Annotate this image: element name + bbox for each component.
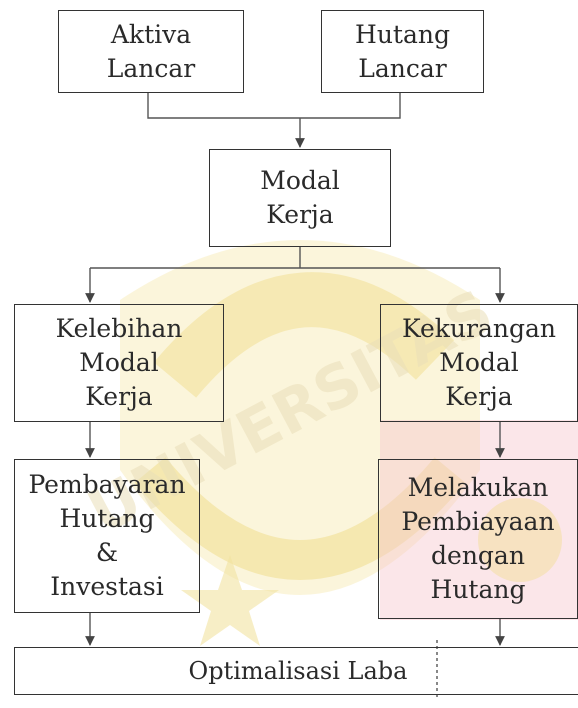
node-hutang-lancar: Hutang Lancar [321, 10, 484, 93]
node-pembayaran-hutang-investasi: Pembayaran Hutang & Investasi [14, 459, 200, 613]
watermark-ring [134, 457, 466, 580]
node-optimalisasi-laba: Optimalisasi Laba [14, 647, 578, 695]
node-melakukan-pembiayaan: Melakukan Pembiayaan dengan Hutang [378, 459, 578, 619]
node-kelebihan-line-1: Kelebihan [55, 314, 183, 343]
node-pembayaran-line-2: Hutang [59, 504, 155, 533]
node-kekurangan-line-2: Modal [439, 348, 519, 377]
node-optimalisasi-label: Optimalisasi Laba [188, 657, 408, 685]
node-melakukan-line-1: Melakukan [407, 473, 549, 502]
node-modal-kerja-line-2: Kerja [266, 200, 334, 229]
node-aktiva-lancar-line-2: Lancar [106, 53, 196, 83]
watermark-star [181, 555, 279, 646]
node-hutang-lancar-line-2: Lancar [358, 53, 447, 83]
node-modal-kerja: Modal Kerja [209, 149, 391, 247]
node-kekurangan-modal-kerja: Kekurangan Modal Kerja [380, 304, 578, 422]
watermark-ring-top [153, 272, 455, 398]
node-kelebihan-line-3: Kerja [85, 382, 153, 411]
node-kelebihan-modal-kerja: Kelebihan Modal Kerja [14, 304, 224, 422]
node-pembayaran-line-1: Pembayaran [28, 470, 186, 499]
node-melakukan-line-3: dengan [431, 541, 525, 570]
watermark-emblem [478, 498, 562, 582]
node-modal-kerja-line-1: Modal [260, 166, 340, 195]
node-kekurangan-line-1: Kekurangan [401, 314, 557, 343]
node-pembayaran-line-3: & [95, 538, 119, 567]
node-melakukan-line-2: Pembiayaan [401, 507, 555, 536]
node-kekurangan-line-3: Kerja [445, 382, 513, 411]
node-aktiva-lancar: Aktiva Lancar [58, 10, 244, 93]
node-pembayaran-line-4: Investasi [50, 572, 164, 601]
node-melakukan-line-4: Hutang [430, 575, 526, 604]
node-hutang-lancar-line-1: Hutang [355, 19, 450, 49]
node-kelebihan-line-2: Modal [79, 348, 159, 377]
node-aktiva-lancar-line-1: Aktiva [110, 19, 192, 49]
